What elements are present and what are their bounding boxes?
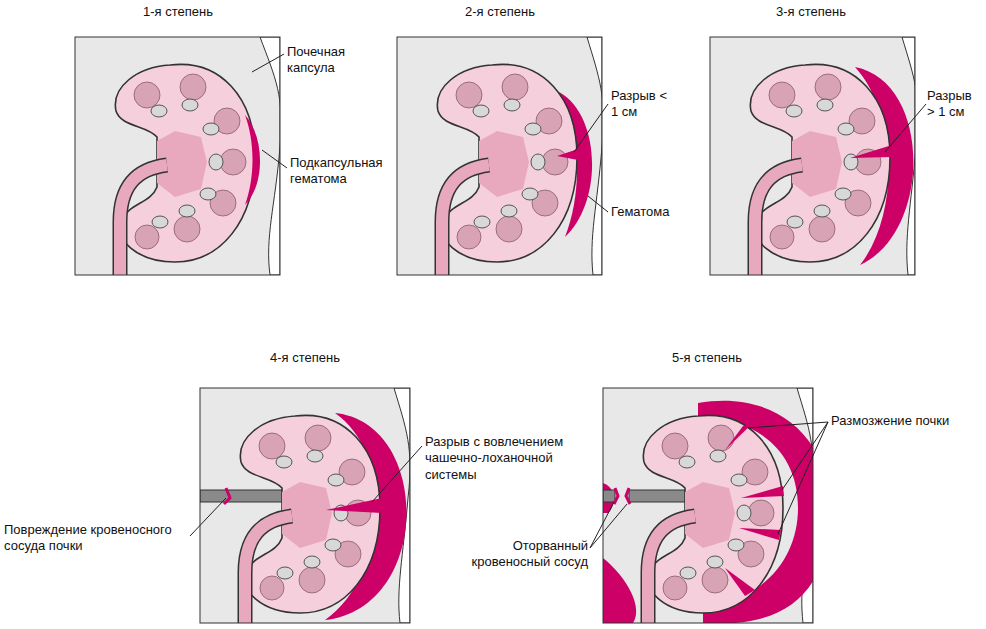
callout-label: Размозжение почки xyxy=(831,413,981,429)
callout-label: Оторванный кровеносный сосуд xyxy=(468,538,588,571)
callout-label: Разрыв с вовлечением чашечно-лоханочной … xyxy=(425,434,600,483)
grade-heading: 4-я степень xyxy=(245,350,365,366)
callout-label: Разрыв < 1 см xyxy=(611,88,671,121)
grade-heading: 1-я степень xyxy=(118,4,238,20)
callout-label: Разрыв > 1 см xyxy=(927,88,982,121)
callout-label: Почечная капсула xyxy=(287,44,377,77)
leader-lines xyxy=(190,54,926,548)
callout-label: Подкапсульная гематома xyxy=(290,155,395,188)
callout-label: Повреждение кровеносного сосуда почки xyxy=(4,522,189,555)
grade-heading: 3-я степень xyxy=(751,4,871,20)
grade-heading: 5-я степень xyxy=(647,350,767,366)
grade-heading: 2-я степень xyxy=(440,4,560,20)
callout-label: Гематома xyxy=(611,204,691,220)
